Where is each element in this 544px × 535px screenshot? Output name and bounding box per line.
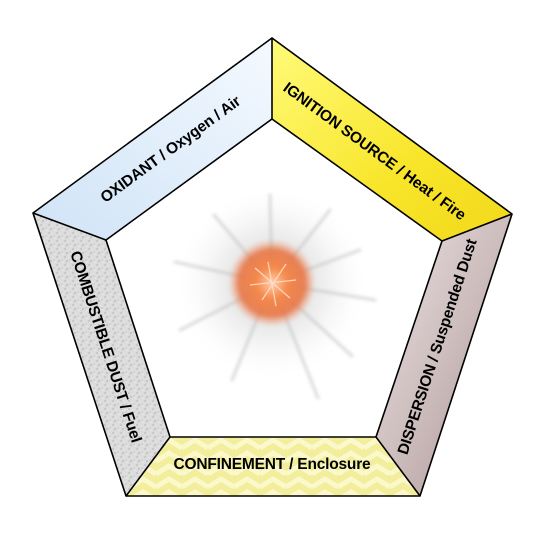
explosion-icon (173, 185, 377, 400)
combustible-side (33, 213, 170, 496)
confinement-label: CONFINEMENT / Enclosure (174, 456, 372, 473)
corner-divider-right (441, 213, 513, 242)
ignition-side (272, 38, 512, 241)
inner-pentagon-outline (105, 118, 443, 438)
corner-divider-left (32, 212, 107, 241)
outer-pentagon-outline (32, 37, 513, 497)
corner-divider-bottom-left (125, 436, 171, 497)
oxidant-side (33, 38, 272, 240)
dispersion-side (376, 214, 512, 496)
confinement-side (126, 437, 420, 496)
corner-divider-bottom-right (375, 436, 421, 497)
